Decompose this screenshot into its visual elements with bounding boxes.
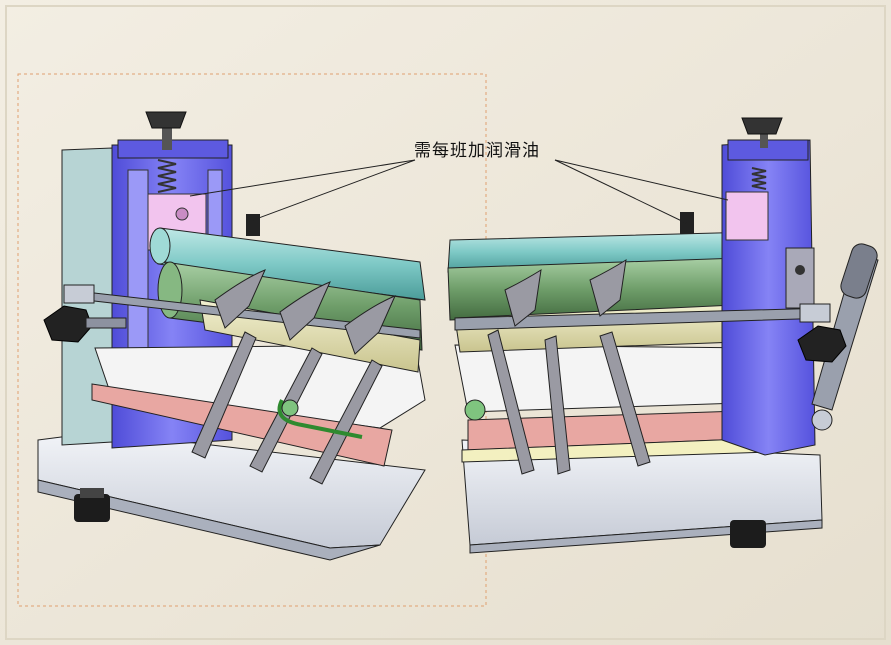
right-machine-section bbox=[447, 117, 879, 554]
lubrication-annotation: 需每班加润滑油 bbox=[414, 141, 540, 161]
annotation-leader-lines bbox=[189, 159, 729, 225]
left-machine-section bbox=[37, 111, 426, 561]
